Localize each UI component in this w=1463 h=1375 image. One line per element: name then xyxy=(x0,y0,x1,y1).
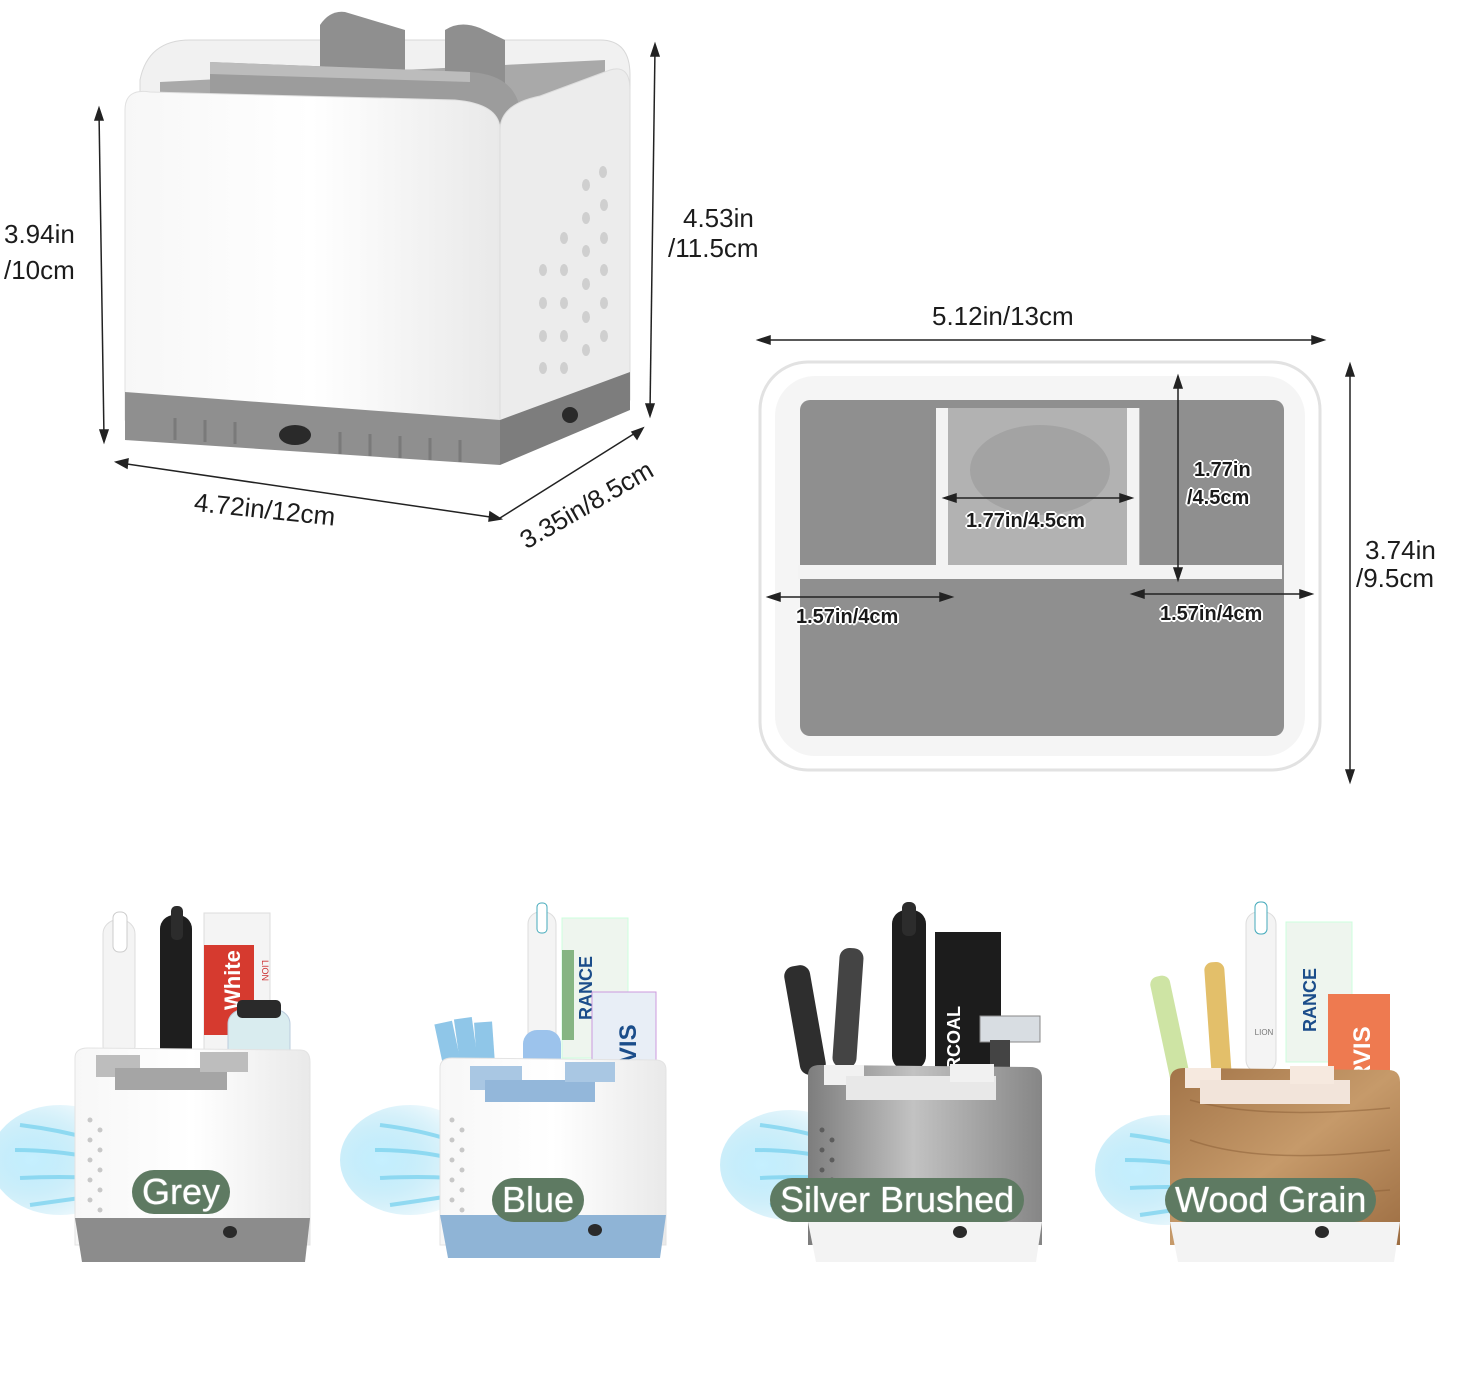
front-height-cm: /10cm xyxy=(4,255,75,285)
drain-hole-icon xyxy=(279,425,311,445)
variant-grey-image: White LION xyxy=(0,906,311,1262)
silver-tube-brand: RCOAL xyxy=(944,1006,964,1070)
right-compartment-width: 1.57in/4cm xyxy=(1160,603,1263,625)
variant-label-blue: Blue xyxy=(492,1178,585,1222)
wood-tube-maker: RANCE xyxy=(1300,968,1320,1032)
back-height-cm: /11.5cm xyxy=(668,233,759,263)
variant-label-wood-grain: Wood Grain xyxy=(1165,1178,1377,1222)
top-width: 5.12in/13cm xyxy=(932,301,1074,331)
grey-tube-brand: White xyxy=(220,950,245,1010)
inner-width: 1.77in/4.5cm xyxy=(966,510,1085,532)
variant-label-grey: Grey xyxy=(132,1170,231,1214)
vent-holes-icon xyxy=(539,166,608,374)
inner-depth-cm: /4.5cm xyxy=(1187,487,1250,509)
left-compartment-width: 1.57in/4cm xyxy=(796,606,899,628)
grey-tube-maker: LION xyxy=(260,960,270,981)
inner-depth-in: 1.77in xyxy=(1194,459,1251,481)
top-depth-in: 3.74in xyxy=(1365,535,1436,565)
main-holder-3d xyxy=(124,11,631,465)
dimension-lines-3d xyxy=(93,41,661,522)
front-height-in: 3.94in xyxy=(4,219,75,249)
variant-label-silver-brushed: Silver Brushed xyxy=(770,1178,1025,1222)
top-depth-cm: /9.5cm xyxy=(1356,563,1435,593)
blue-tube-maker: RANCE xyxy=(576,956,596,1020)
top-view-holder xyxy=(758,360,1322,772)
back-height-in: 4.53in xyxy=(683,203,754,233)
variant-silver-image: RCOAL xyxy=(720,902,1042,1262)
wood-small-brand: LION xyxy=(1255,1028,1274,1037)
dimension-lines-top xyxy=(755,334,1356,785)
